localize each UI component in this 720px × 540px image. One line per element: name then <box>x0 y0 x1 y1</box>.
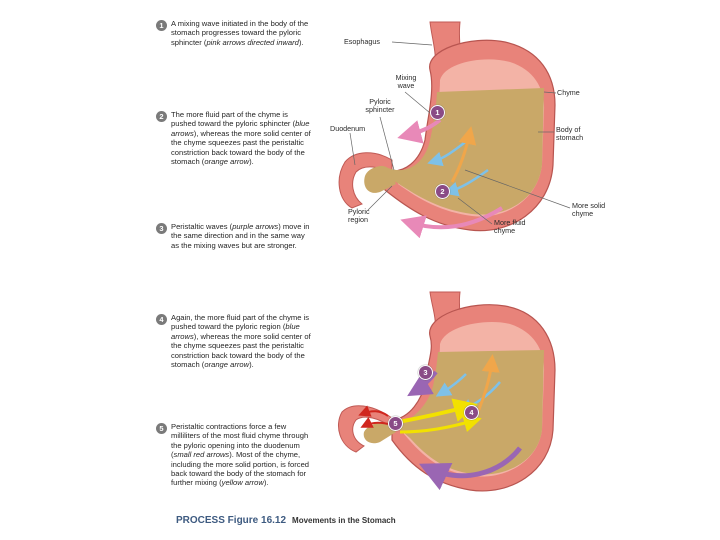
figure-number: PROCESS Figure 16.12 <box>176 515 287 526</box>
fluid-chyme-leader <box>457 197 493 225</box>
label-duodenum: Duodenum <box>330 124 366 133</box>
solid-arrow-top <box>450 126 477 183</box>
step-text: A mixing wave initiated in the body of t… <box>171 19 309 47</box>
red-arrow-2 <box>360 417 389 428</box>
step-number: 4 <box>156 314 167 325</box>
pyloric-sphincter-leader <box>379 116 395 171</box>
duodenum-chyme <box>364 166 396 193</box>
step-3: 3 Peristaltic waves (purple arrows) move… <box>156 222 314 250</box>
step-5: 5 Peristaltic contractions force a few m… <box>156 422 314 488</box>
figure-title: Movements in the Stomach <box>292 516 396 525</box>
solid-arrow <box>476 354 500 413</box>
step-4: 4 Again, the more fluid part of the chym… <box>156 313 314 369</box>
duodenum-leader <box>349 132 356 166</box>
fluid-arrow-1 <box>435 373 467 397</box>
step-2: 2 The more fluid part of the chyme is pu… <box>156 110 314 166</box>
red-arrow-1 <box>358 405 389 417</box>
step-text: Again, the more fluid part of the chyme … <box>171 313 311 370</box>
label-esophagus: Esophagus <box>344 37 380 46</box>
peristaltic-arrow-2 <box>418 446 522 491</box>
step-number: 1 <box>156 20 167 31</box>
fluid-arrow-top-2 <box>443 168 489 197</box>
peristaltic-arrow-top <box>400 206 504 239</box>
yellow-arrow-2 <box>399 414 482 434</box>
step-1: 1 A mixing wave initiated in the body of… <box>156 19 314 47</box>
step-badge-5: 5 <box>388 416 403 431</box>
step-text: Peristaltic contractions force a few mil… <box>171 422 310 488</box>
step-text: The more fluid part of the chyme is push… <box>171 110 311 167</box>
label-chyme: Chyme <box>557 88 580 97</box>
step-badge-4: 4 <box>464 405 479 420</box>
step-text: Peristaltic waves (purple arrows) move i… <box>171 222 310 250</box>
top-stomach <box>338 21 571 239</box>
step-number: 5 <box>156 423 167 434</box>
figure-caption: PROCESS Figure 16.12 Movements in the Sto… <box>176 515 396 526</box>
step-number: 3 <box>156 223 167 234</box>
peristaltic-arrow-1 <box>407 370 438 397</box>
pyloric-region-leader <box>367 185 393 211</box>
step-badge-2: 2 <box>435 184 450 199</box>
solid-chyme-leader <box>464 169 571 209</box>
step-badge-1: 1 <box>430 105 445 120</box>
mixing-wave-arrow <box>397 118 442 144</box>
yellow-arrow-1 <box>397 398 478 424</box>
step-number: 2 <box>156 111 167 122</box>
esophagus-leader <box>391 41 433 46</box>
chyme-leader <box>543 91 557 94</box>
bottom-stomach <box>338 291 556 492</box>
step-badge-3: 3 <box>418 365 433 380</box>
